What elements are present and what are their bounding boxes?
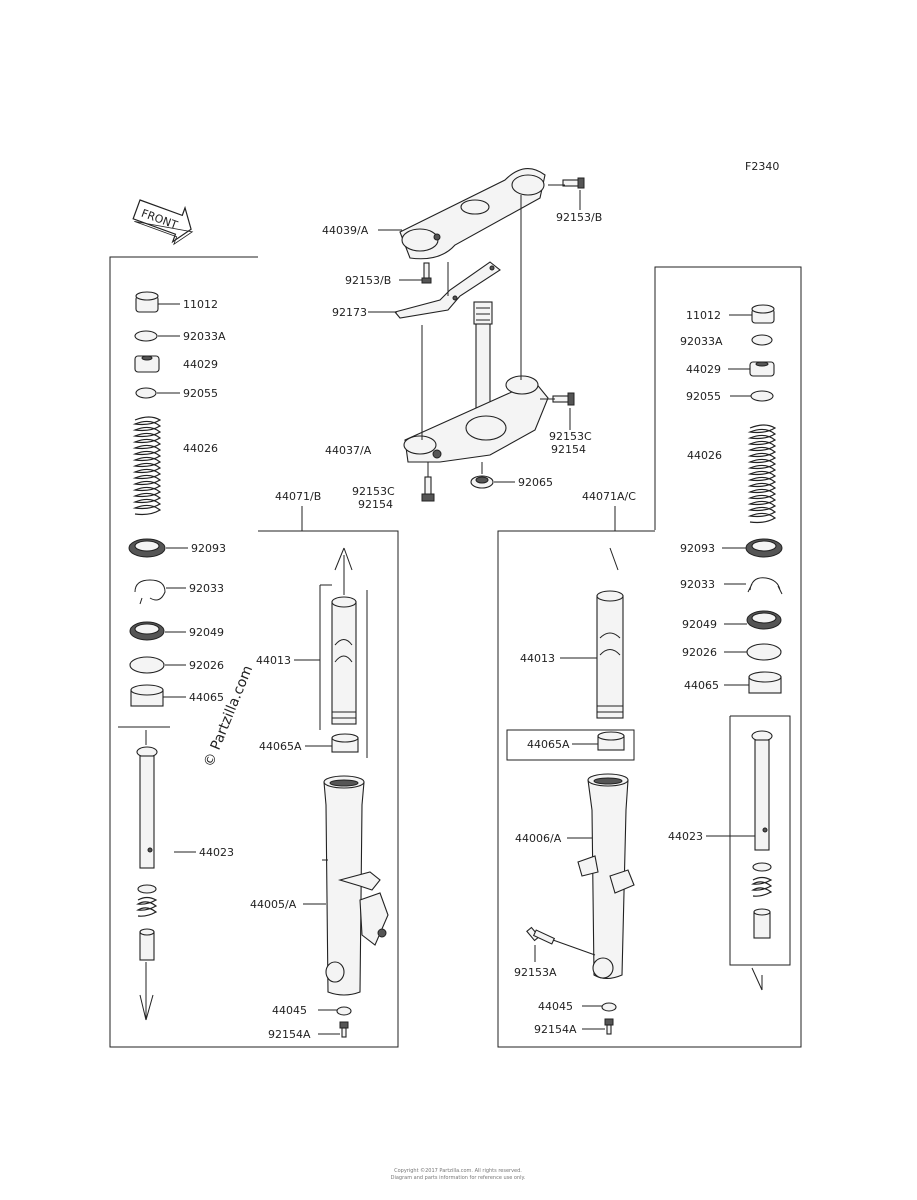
right-label-92093: 92093: [680, 542, 715, 555]
label-92173: 92173: [332, 306, 367, 319]
left-oilseal-92049: [129, 621, 165, 641]
right-guide-44065: [748, 671, 782, 694]
bolt-92153C-left: [421, 476, 435, 502]
right-collar-44029: [749, 361, 775, 377]
label-92153B-left: 92153/B: [345, 274, 391, 287]
left-clip-92033: [134, 579, 166, 605]
left-label-92055: 92055: [183, 387, 218, 400]
left-label-92093: 92093: [191, 542, 226, 555]
left-oring-92055: [135, 387, 157, 399]
right-oring-92033A: [751, 334, 773, 346]
left-label-44013: 44013: [256, 654, 291, 667]
right-label-44065A: 44065A: [527, 738, 570, 751]
bolt-92153B-right: [562, 177, 585, 189]
footer-line2: Diagram and parts information for refere…: [391, 1175, 526, 1181]
upper-bracket: [399, 168, 546, 260]
right-label-92026: 92026: [682, 646, 717, 659]
left-rod-44023: [136, 746, 158, 961]
left-oring-92033A: [134, 330, 158, 342]
left-label-44005A: 44005/A: [250, 898, 297, 911]
left-label-44045: 44045: [272, 1004, 307, 1017]
right-group-box: [497, 266, 802, 1048]
left-group-box: [109, 256, 399, 1048]
left-washer-92026: [129, 656, 165, 674]
right-spring-44026: [747, 424, 777, 524]
left-label-44029: 44029: [183, 358, 218, 371]
right-seal-92093: [745, 538, 783, 558]
left-label-92033A: 92033A: [183, 330, 226, 343]
right-oring-92055: [750, 390, 774, 402]
right-label-92154A: 92154A: [534, 1023, 577, 1036]
right-label-92049: 92049: [682, 618, 717, 631]
right-washer-92026: [746, 643, 782, 661]
left-label-92033: 92033: [189, 582, 224, 595]
right-oilseal-92049: [746, 610, 782, 630]
label-92154-left: 92154: [358, 498, 393, 511]
clamp-92173: [394, 261, 501, 319]
lower-bracket: [403, 375, 549, 463]
right-label-44065: 44065: [684, 679, 719, 692]
left-label-11012: 11012: [183, 298, 218, 311]
left-label-44065A: 44065A: [259, 740, 302, 753]
left-inner-tube-44013: [331, 596, 357, 725]
left-label-44065: 44065: [189, 691, 224, 704]
front-arrow-icon: FRONT: [132, 199, 194, 246]
right-cap-11012: [751, 304, 775, 324]
right-label-44026: 44026: [687, 449, 722, 462]
right-label-44013: 44013: [520, 652, 555, 665]
nut-92065: [470, 475, 494, 489]
right-bolt-92154A: [604, 1018, 614, 1035]
steering-stem: [473, 301, 493, 423]
right-rod-44023: [751, 730, 773, 939]
left-outer-tube-44005A: [322, 775, 389, 996]
label-44039A: 44039/A: [322, 224, 369, 237]
label-92153C-right: 92153C: [549, 430, 592, 443]
right-inner-tube-44013: [596, 590, 624, 719]
right-label-11012: 11012: [686, 309, 721, 322]
left-collar-44029: [134, 355, 160, 373]
bolt-92153C-right: [552, 392, 575, 406]
left-group-label: 44071/B: [275, 490, 321, 503]
left-guide-44065: [130, 684, 164, 707]
left-label-92049: 92049: [189, 626, 224, 639]
right-label-92153A: 92153A: [514, 966, 557, 979]
figure-code: F2340: [745, 160, 779, 173]
right-guide-bush-44065A: [597, 731, 625, 751]
right-clip-92033: [747, 577, 783, 595]
left-label-92026: 92026: [189, 659, 224, 672]
left-label-92154A: 92154A: [268, 1028, 311, 1041]
label-92154-right: 92154: [551, 443, 586, 456]
right-outer-tube-44006A: [577, 773, 635, 980]
right-group-label: 44071A/C: [582, 490, 636, 503]
label-92065: 92065: [518, 476, 553, 489]
left-seal-92093: [128, 538, 166, 558]
label-92153B-right: 92153/B: [556, 211, 602, 224]
left-label-44023: 44023: [199, 846, 234, 859]
right-gasket-44045: [601, 1002, 617, 1012]
left-cap-11012: [135, 291, 159, 313]
right-label-44006A: 44006/A: [515, 832, 562, 845]
left-bolt-92154A: [339, 1021, 349, 1038]
right-label-92055: 92055: [686, 390, 721, 403]
left-spring-44026: [132, 416, 162, 516]
right-label-44029: 44029: [686, 363, 721, 376]
left-gasket-44045: [336, 1006, 352, 1016]
footer-line1: Copyright ©2017 Partzilla.com. All right…: [394, 1167, 522, 1174]
right-label-92033A: 92033A: [680, 335, 723, 348]
right-label-44045: 44045: [538, 1000, 573, 1013]
left-guide-bush-44065A: [331, 733, 359, 753]
watermark: © Partzilla.com: [201, 663, 256, 769]
label-44037A: 44037/A: [325, 444, 372, 457]
label-92153C-left: 92153C: [352, 485, 395, 498]
left-label-44026: 44026: [183, 442, 218, 455]
right-label-44023: 44023: [668, 830, 703, 843]
right-axle-bolt-92153A: [526, 926, 556, 945]
right-label-92033: 92033: [680, 578, 715, 591]
bolt-92153B-left: [421, 262, 432, 284]
